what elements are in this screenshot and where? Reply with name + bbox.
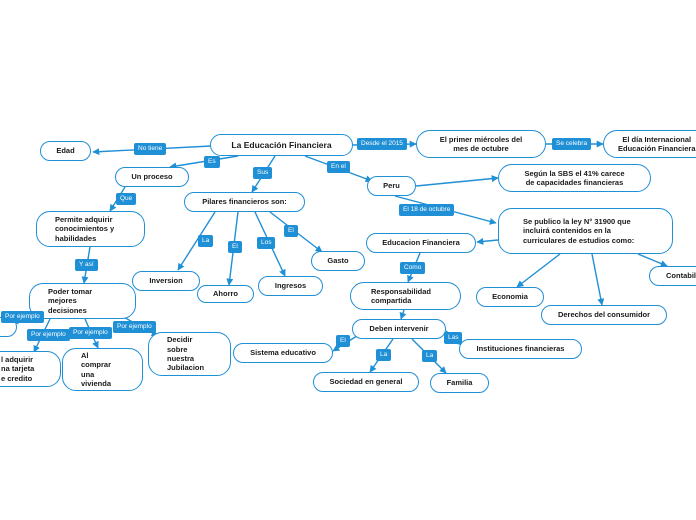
node-peru[interactable]: Peru [367, 176, 416, 196]
node-deben[interactable]: Deben intervenir [352, 319, 446, 339]
label-por-ejemplo-1: Por ejemplo [1, 311, 44, 323]
label-por-ejemplo-3: Por ejemplo [69, 327, 112, 339]
node-jubilacion[interactable]: Decidir sobre nuestra Jubilacion [148, 332, 231, 376]
node-ahorro[interactable]: Ahorro [197, 285, 254, 303]
node-familia[interactable]: Familia [430, 373, 489, 393]
connector [399, 309, 407, 320]
label-las: Las [444, 332, 463, 344]
connector [516, 253, 561, 288]
node-contabilidad[interactable]: Contabili [649, 266, 696, 286]
label-la-familia: La [422, 350, 438, 362]
node-derechos[interactable]: Derechos del consumidor [541, 305, 667, 325]
node-edad[interactable]: Edad [40, 141, 91, 161]
label-por-ejemplo-2: Por ejemplo [27, 329, 70, 341]
node-sbs[interactable]: Según la SBS el 41% carece de capacidade… [498, 164, 651, 192]
label-en-el: En el [327, 161, 350, 173]
label-por-ejemplo-4: Por ejemplo [113, 321, 156, 333]
connector [476, 237, 499, 245]
node-proceso[interactable]: Un proceso [115, 167, 189, 187]
node-economia[interactable]: Economia [476, 287, 544, 307]
label-que: Que [116, 193, 137, 205]
connector [637, 253, 668, 267]
node-ingresos[interactable]: Ingresos [258, 276, 323, 296]
node-sistema[interactable]: Sistema educativo [233, 343, 333, 363]
node-responsabilidad[interactable]: Responsabilidad compartida [350, 282, 461, 310]
node-instituciones[interactable]: Instituciones financieras [459, 339, 582, 359]
node-dia-internacional[interactable]: El día Internacional Educación Financier… [603, 130, 696, 158]
node-decisiones[interactable]: Poder tomar mejores decisiones [29, 283, 136, 319]
label-como: Como [400, 262, 426, 274]
label-desde: Desde el 2015 [357, 138, 407, 150]
label-los: Los [257, 237, 276, 249]
connector [591, 253, 605, 306]
node-educacion-financiera[interactable]: Educacion Financiera [366, 233, 476, 253]
node-pilares[interactable]: Pilares financieros son: [184, 192, 305, 212]
connector [177, 211, 216, 271]
label-y-asi: Y así [75, 259, 98, 271]
label-sus: Sus [253, 167, 273, 179]
node-tarjeta[interactable]: l adquirir na tarjeta e credito [0, 351, 61, 387]
node-inversion[interactable]: Inversion [132, 271, 200, 291]
connector [415, 175, 499, 187]
label-no-tiene: No tiene [134, 143, 167, 155]
node-miercoles[interactable]: El primer miércoles del mes de octubre [416, 130, 546, 158]
node-vivienda[interactable]: Al comprar una vivienda [62, 348, 143, 391]
node-ley[interactable]: Se publico la ley N° 31900 que incluirá … [498, 208, 673, 254]
label-el-gasto: El [284, 225, 298, 237]
node-root[interactable]: La Educación Financiera [210, 134, 353, 156]
label-el-sistema: El [336, 335, 350, 347]
node-sociedad[interactable]: Sociedad en general [313, 372, 419, 392]
label-la-sociedad: La [376, 349, 392, 361]
label-es: Es [204, 156, 220, 168]
label-la-inversion: La [198, 235, 214, 247]
node-permite[interactable]: Permite adquirir conocimientos y habilid… [36, 211, 145, 247]
label-el-18: El 18 de octubre [399, 204, 455, 216]
label-el-ahorro: El [228, 241, 242, 253]
label-se-celebra: Se celebra [552, 138, 592, 150]
node-gasto[interactable]: Gasto [311, 251, 365, 271]
